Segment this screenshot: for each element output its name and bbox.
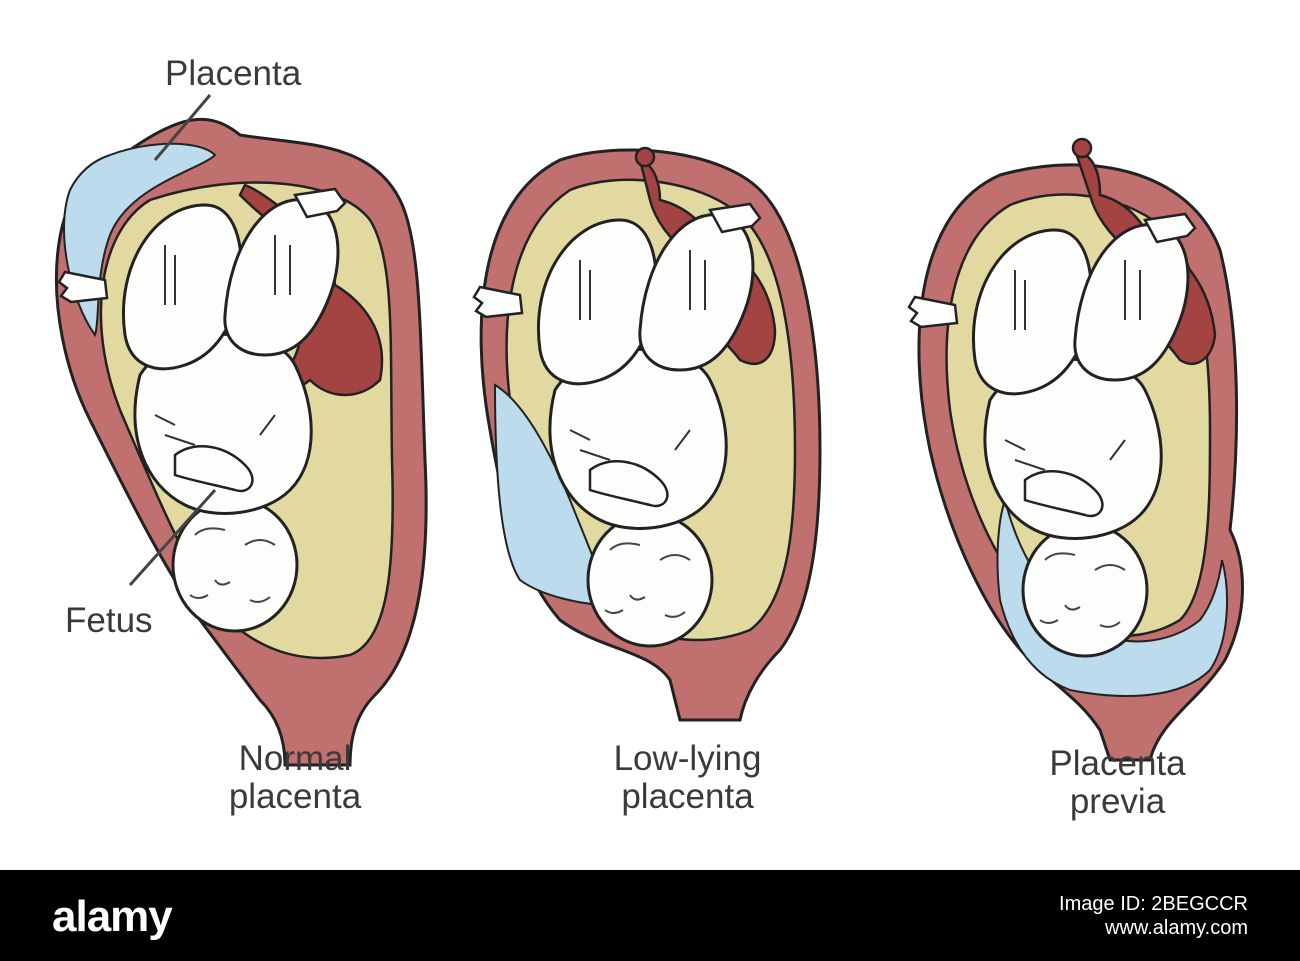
caption-low-lying-line1: Low-lying — [613, 739, 762, 778]
caption-previa-line1: Placenta — [1049, 744, 1186, 783]
placenta-leader-line — [153, 94, 212, 161]
caption-previa: Placenta previa — [1010, 745, 1225, 821]
caption-normal-line2: placenta — [228, 777, 362, 816]
fetus-leader-line — [128, 488, 217, 587]
panel-low-lying — [472, 146, 822, 722]
brand-logo: alamy — [52, 892, 173, 941]
image-id-text: Image ID: 2BEGCCR — [1059, 893, 1248, 915]
panel-normal — [54, 94, 428, 767]
placenta-callout-label: Placenta — [165, 54, 302, 93]
caption-low-lying: Low-lying placenta — [570, 740, 805, 816]
caption-low-lying-line2: placenta — [621, 777, 754, 816]
caption-previa-line2: previa — [1069, 782, 1166, 821]
fetus-callout-label: Fetus — [65, 601, 153, 640]
site-url-text: www.alamy.com — [1105, 917, 1248, 939]
caption-normal: Normal placenta — [190, 740, 400, 816]
stock-footer-bar: alamy Image ID: 2BEGCCR www.alamy.com — [0, 870, 1300, 961]
panel-previa — [907, 137, 1244, 762]
caption-normal-line1: Normal — [238, 739, 352, 778]
image-info: Image ID: 2BEGCCR www.alamy.com — [1059, 892, 1248, 940]
placenta-diagram — [54, 94, 1244, 767]
